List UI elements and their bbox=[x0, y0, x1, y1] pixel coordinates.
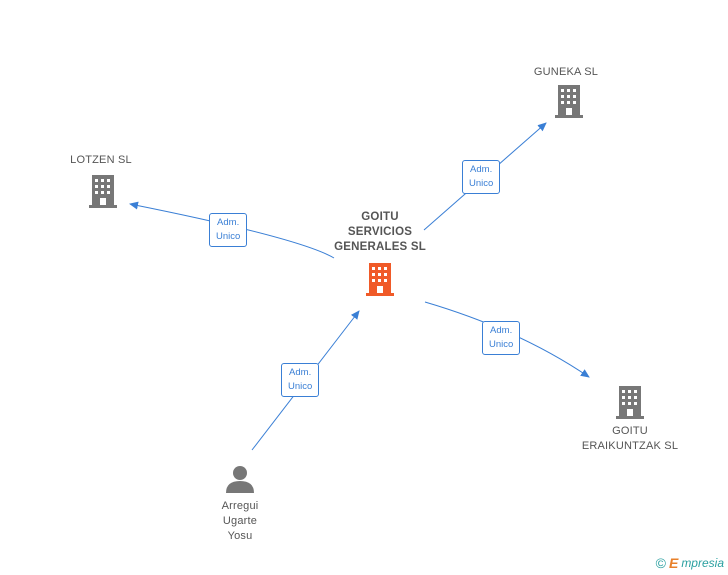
edge-to-lotzen bbox=[129, 201, 335, 259]
brand-name: mpresia bbox=[681, 556, 724, 570]
person-icon[interactable] bbox=[226, 466, 254, 493]
node-label-person[interactable]: Arregui Ugarte Yosu bbox=[221, 500, 259, 542]
building-icon[interactable] bbox=[616, 386, 644, 419]
edge-label-lotzen: Adm. Unico bbox=[209, 213, 248, 247]
edge-label-eraikuntzak: Adm. Unico bbox=[482, 321, 521, 355]
node-label-guneka[interactable]: GUNEKA SL bbox=[533, 66, 599, 78]
building-icon[interactable] bbox=[555, 85, 583, 118]
edge-label-person: Adm. Unico bbox=[281, 363, 320, 397]
brand-logo-initial: E bbox=[668, 555, 679, 571]
copyright-icon: © bbox=[655, 555, 666, 571]
node-label-center[interactable]: GOITU SERVICIOS GENERALES SL bbox=[334, 211, 426, 253]
building-icon[interactable] bbox=[89, 175, 117, 208]
node-label-lotzen[interactable]: LOTZEN SL bbox=[70, 154, 132, 166]
node-label-eraikuntzak[interactable]: GOITU ERAIKUNTZAK SL bbox=[581, 425, 679, 452]
edge-label-guneka: Adm. Unico bbox=[462, 160, 501, 194]
building-icon[interactable] bbox=[366, 263, 394, 296]
